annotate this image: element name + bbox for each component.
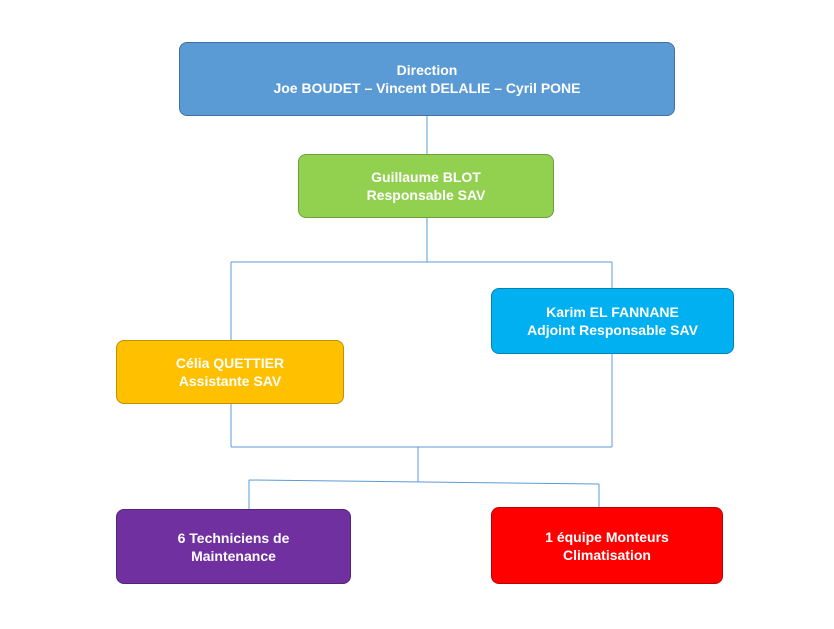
node-responsable-sav-role: Responsable SAV: [366, 187, 486, 203]
node-monteurs-line2: Climatisation: [563, 546, 651, 563]
connector-bottom-branch: [248, 479, 600, 485]
node-responsable-sav-name: Guillaume BLOT: [371, 169, 481, 185]
node-techniciens-maintenance: 6 Techniciens de Maintenance: [116, 509, 351, 584]
node-direction-names: Joe BOUDET – Vincent DELALIE – Cyril PON…: [273, 80, 581, 96]
node-adjoint-name: Karim EL FANNANE: [546, 304, 679, 320]
node-monteurs-line1: 1 équipe Monteurs: [545, 528, 669, 545]
node-assistante-sav: Célia QUETTIER Assistante SAV: [116, 340, 344, 404]
node-responsable-sav: Guillaume BLOT Responsable SAV: [298, 154, 554, 218]
node-assistante-role: Assistante SAV: [178, 373, 282, 389]
node-assistante-name: Célia QUETTIER: [175, 355, 285, 371]
node-techniciens-line2: Maintenance: [191, 547, 276, 564]
node-monteurs-climatisation: 1 équipe Monteurs Climatisation: [491, 507, 723, 584]
node-adjoint-responsable-sav: Karim EL FANNANE Adjoint Responsable SAV: [491, 288, 734, 354]
node-direction-title: Direction: [396, 62, 458, 78]
node-techniciens-line1: 6 Techniciens de: [177, 529, 290, 546]
node-direction: Direction Joe BOUDET – Vincent DELALIE –…: [179, 42, 675, 116]
node-adjoint-role: Adjoint Responsable SAV: [527, 322, 698, 338]
